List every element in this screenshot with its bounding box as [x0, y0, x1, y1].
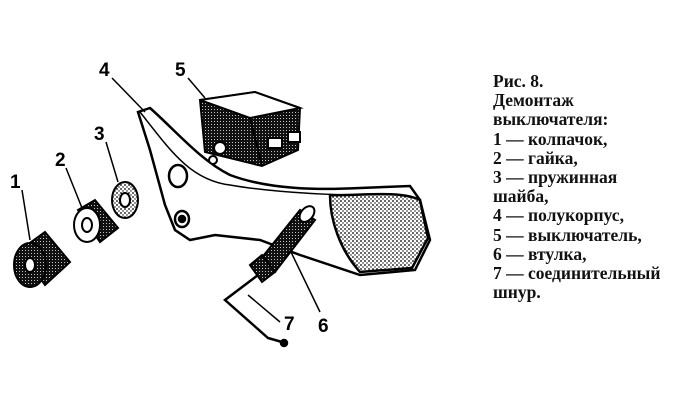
- leader-lines: [21, 77, 321, 323]
- half-housing-part-4: [136, 106, 432, 277]
- nut-part-2: [73, 198, 120, 244]
- caption-item: шнур.: [493, 282, 541, 303]
- caption-item: 6 — втулка,: [493, 243, 587, 264]
- label-3: 3: [94, 124, 105, 145]
- label-6: 6: [318, 316, 329, 337]
- switch-part-5: [198, 90, 304, 168]
- label-5: 5: [175, 60, 186, 81]
- caption-item: 2 — гайка,: [493, 147, 578, 168]
- caption-item: шайба,: [493, 186, 549, 207]
- spring-washer-part-3: [111, 181, 139, 219]
- label-2: 2: [55, 150, 66, 171]
- caption-title: Демонтаж: [493, 90, 574, 111]
- caption-title-cont: выключателя:: [493, 109, 609, 130]
- caption-item: 4 — полукорпус,: [493, 205, 624, 226]
- label-4: 4: [99, 60, 110, 81]
- caption-item: 3 — пружинная: [493, 167, 618, 188]
- cord-part-7: [223, 274, 289, 348]
- label-1: 1: [10, 172, 21, 193]
- figure-caption: Рис. 8. Демонтаж выключателя: 1 — колпач…: [493, 71, 661, 303]
- cap-part-1: [13, 230, 72, 288]
- caption-item: 1 — колпачок,: [493, 128, 608, 149]
- figure-number: Рис. 8.: [493, 71, 544, 91]
- label-7: 7: [284, 314, 295, 335]
- caption-item: 7 — соединительный: [493, 263, 661, 284]
- bushing-part-6: [248, 205, 317, 284]
- caption-item: 5 — выключатель,: [493, 224, 642, 245]
